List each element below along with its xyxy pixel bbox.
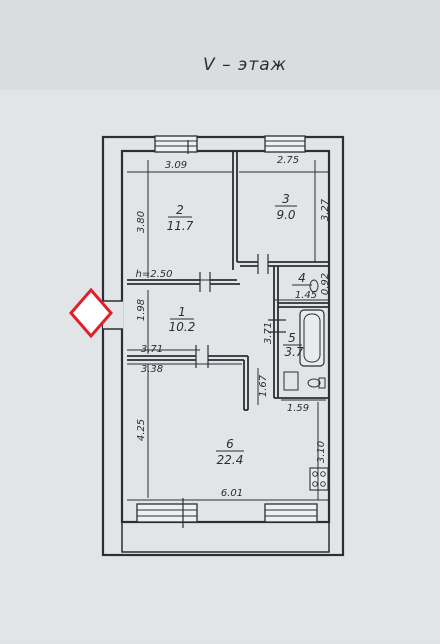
burner <box>320 471 326 477</box>
dim-kitchen-height: 3.10 <box>316 441 327 463</box>
room2-number: 2 <box>176 203 184 217</box>
sink <box>283 371 299 391</box>
entrance-marker-icon <box>69 287 113 339</box>
toilet-tank <box>318 377 326 389</box>
dim-room6-height: 4.25 <box>136 419 147 441</box>
dim-room3-height: 3.27 <box>320 198 331 221</box>
dim-room6-bottom-width: 6.01 <box>221 488 243 499</box>
balcony <box>121 521 330 553</box>
room5-area: 3.7 <box>284 345 303 359</box>
dim-room3-width: 2.75 <box>277 155 299 166</box>
room5-number: 5 <box>288 331 296 345</box>
bottom-windows <box>136 503 318 523</box>
room2-area: 11.7 <box>167 219 194 233</box>
dim-room4-height: 0.92 <box>320 273 331 295</box>
room4-area: 1.45 <box>295 290 317 301</box>
dim-hall-height: 1.98 <box>136 299 147 321</box>
interior-walls <box>127 151 329 411</box>
dim-partition-height: 1.67 <box>258 374 269 397</box>
room1-number: 1 <box>178 305 186 319</box>
dimension-lines <box>127 160 330 501</box>
room6-number: 6 <box>226 437 234 451</box>
stove-body <box>309 467 329 491</box>
room-labels: 2 11.7 3 9.0 4 1.45 5 3.7 1 10.2 6 22.4 <box>167 192 317 467</box>
dim-room2-height: 3.80 <box>136 211 147 233</box>
dim-room2-width: 3.09 <box>165 160 187 171</box>
wc-toilet <box>309 279 319 293</box>
window-room6-right <box>264 503 318 523</box>
dimension-labels: 3.09 2.75 3.80 3.27 0.92 1.98 3.71 3.71 … <box>136 155 331 499</box>
ceiling-height: h=2.50 <box>136 269 173 280</box>
outer-walls <box>101 135 345 557</box>
window-room3 <box>264 135 306 153</box>
room4-number: 4 <box>298 271 306 285</box>
dim-bath-height: 3.71 <box>263 322 274 344</box>
top-windows <box>154 135 306 153</box>
bathtub <box>299 309 325 367</box>
dim-kitchen-width: 1.59 <box>287 403 309 414</box>
burner <box>312 471 318 477</box>
outer-wall-line <box>101 135 345 557</box>
bathtub-outer <box>299 309 325 367</box>
window-room6-left <box>136 503 198 523</box>
room1-area: 10.2 <box>169 320 196 334</box>
sanitary <box>283 279 326 391</box>
paper-top-shade <box>0 0 440 90</box>
toilet <box>307 378 321 388</box>
burner <box>320 481 326 487</box>
floor-title: V – этаж <box>203 55 287 75</box>
room3-area: 9.0 <box>276 208 295 222</box>
stove <box>309 467 329 491</box>
bathtub-inner <box>303 313 321 363</box>
window-room2 <box>154 135 198 153</box>
burner <box>312 481 318 487</box>
room6-area: 22.4 <box>217 453 244 467</box>
dim-room6-top-width: 3.38 <box>141 364 163 375</box>
dim-hall-width: 3.71 <box>141 344 163 355</box>
room3-number: 3 <box>282 192 290 206</box>
